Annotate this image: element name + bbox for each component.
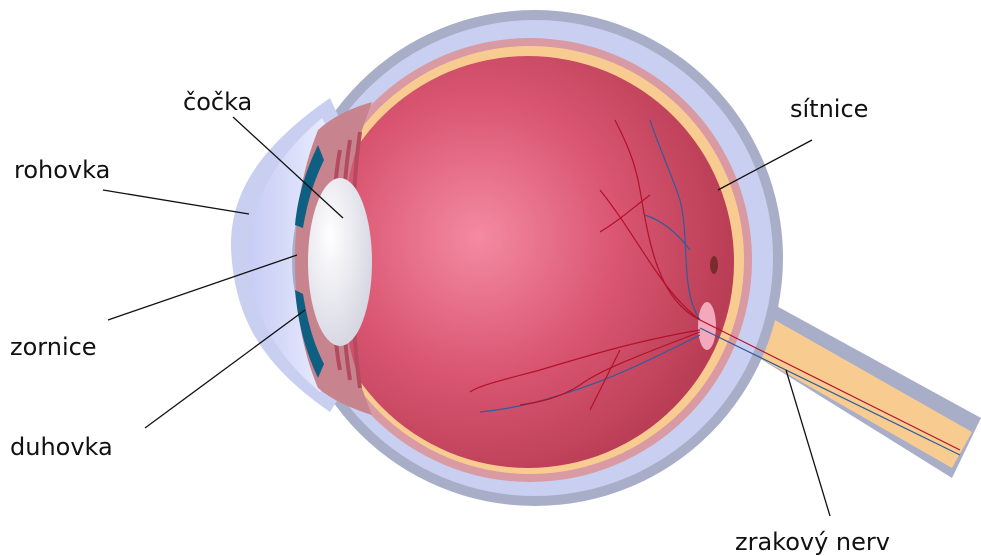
- label-zrakovy-nerv: zrakový nerv: [735, 528, 890, 556]
- vitreous-body: [322, 56, 734, 468]
- label-sitnice: sítnice: [790, 95, 868, 123]
- label-zornice: zornice: [10, 333, 97, 361]
- label-duhovka: duhovka: [10, 433, 113, 461]
- label-cocka: čočka: [183, 88, 252, 116]
- macula: [710, 256, 718, 274]
- label-rohovka: rohovka: [14, 156, 110, 184]
- leader-rohovka: [103, 190, 249, 214]
- lens: [308, 178, 372, 346]
